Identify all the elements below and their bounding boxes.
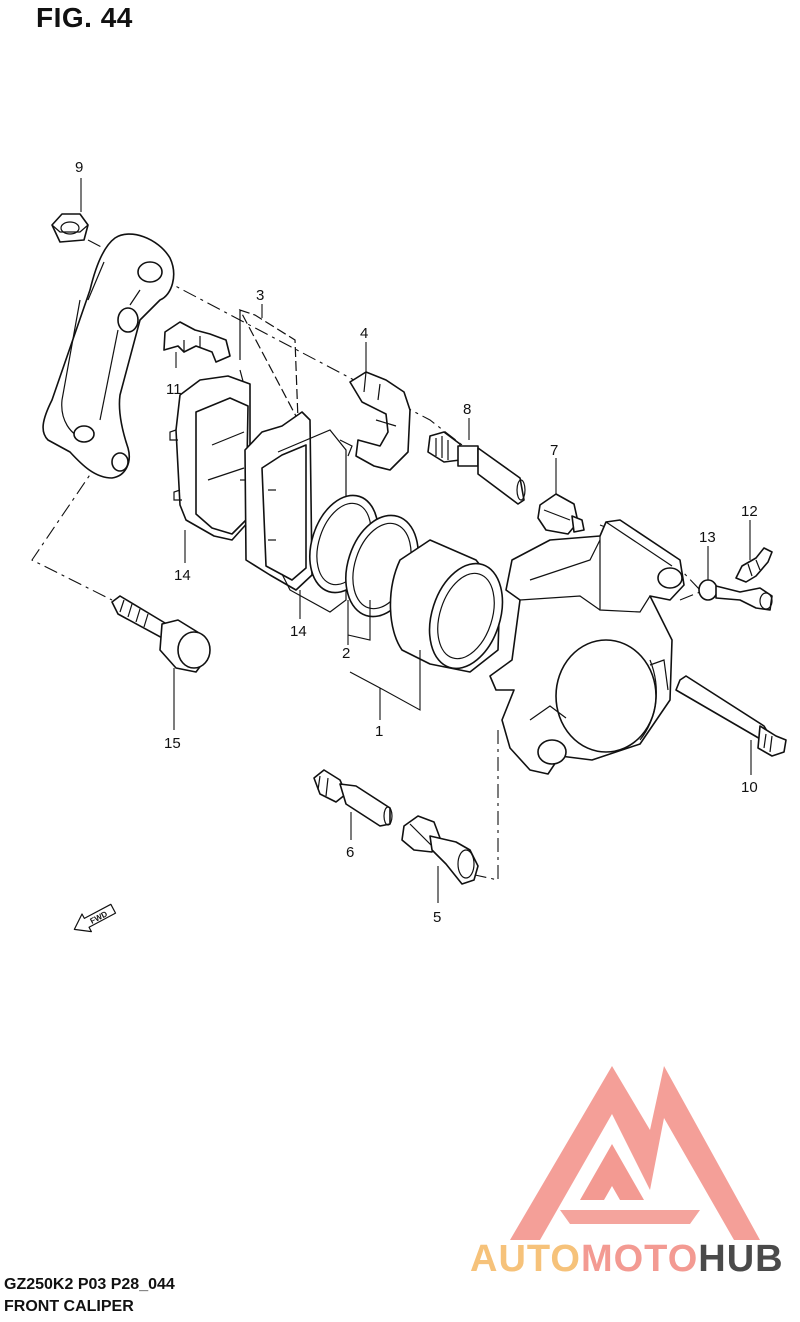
callout-11: 11 <box>166 381 182 398</box>
part-11-pad-spring <box>163 321 231 363</box>
callout-3: 3 <box>256 287 264 304</box>
callout-labels: 9 3 4 8 7 12 13 11 14 14 2 1 10 15 6 5 <box>75 159 758 926</box>
part-8-slide-pin <box>427 431 526 505</box>
part-15-mounting-bolt <box>111 595 211 673</box>
callout-8: 8 <box>463 401 471 418</box>
callout-10: 10 <box>741 779 758 796</box>
callout-5: 5 <box>433 909 441 926</box>
part-12-bleeder-valve <box>735 547 773 583</box>
callout-4: 4 <box>360 325 368 342</box>
figure-title: FIG. 44 <box>36 2 133 33</box>
fwd-arrow-icon: FWD <box>73 903 117 933</box>
part-14-pad-right <box>240 411 313 591</box>
callout-13: 13 <box>699 529 716 546</box>
callout-2: 2 <box>342 645 350 662</box>
caliper-bracket <box>42 233 175 479</box>
logo-word-hub: HUB <box>698 1238 784 1280</box>
diagram-code: GZ250K2 P03 P28_044 <box>4 1276 175 1293</box>
automotohub-logo-mark <box>510 1066 760 1240</box>
callout-1: 1 <box>375 723 383 740</box>
part-14-pad-left <box>169 375 251 541</box>
part-1-piston <box>389 539 504 673</box>
logo-word-auto: AUTO <box>470 1238 581 1280</box>
callout-7: 7 <box>550 442 558 459</box>
callout-14-left: 14 <box>174 567 191 584</box>
part-7-boot <box>537 493 585 535</box>
callout-14-right: 14 <box>290 623 307 640</box>
callout-9: 9 <box>75 159 83 176</box>
part-6-slide-pin-small <box>313 769 393 827</box>
part-5-pin-with-boot <box>401 815 479 885</box>
logo-word-moto: MOTO <box>580 1238 699 1280</box>
callout-leaders <box>80 178 752 903</box>
part-9-nut <box>51 213 89 243</box>
part-4-retainer <box>339 371 411 471</box>
automotohub-wordmark: AUTOMOTOHUB <box>470 1238 784 1281</box>
callout-15: 15 <box>164 735 181 752</box>
callout-6: 6 <box>346 844 354 861</box>
pad-plate-outline <box>277 429 347 613</box>
callout-12: 12 <box>741 503 758 520</box>
diagram-name: FRONT CALIPER <box>4 1298 134 1315</box>
part-10-pad-pin <box>675 675 787 757</box>
part-13-bleeder-cap <box>698 579 773 611</box>
caliper-body <box>489 519 685 775</box>
